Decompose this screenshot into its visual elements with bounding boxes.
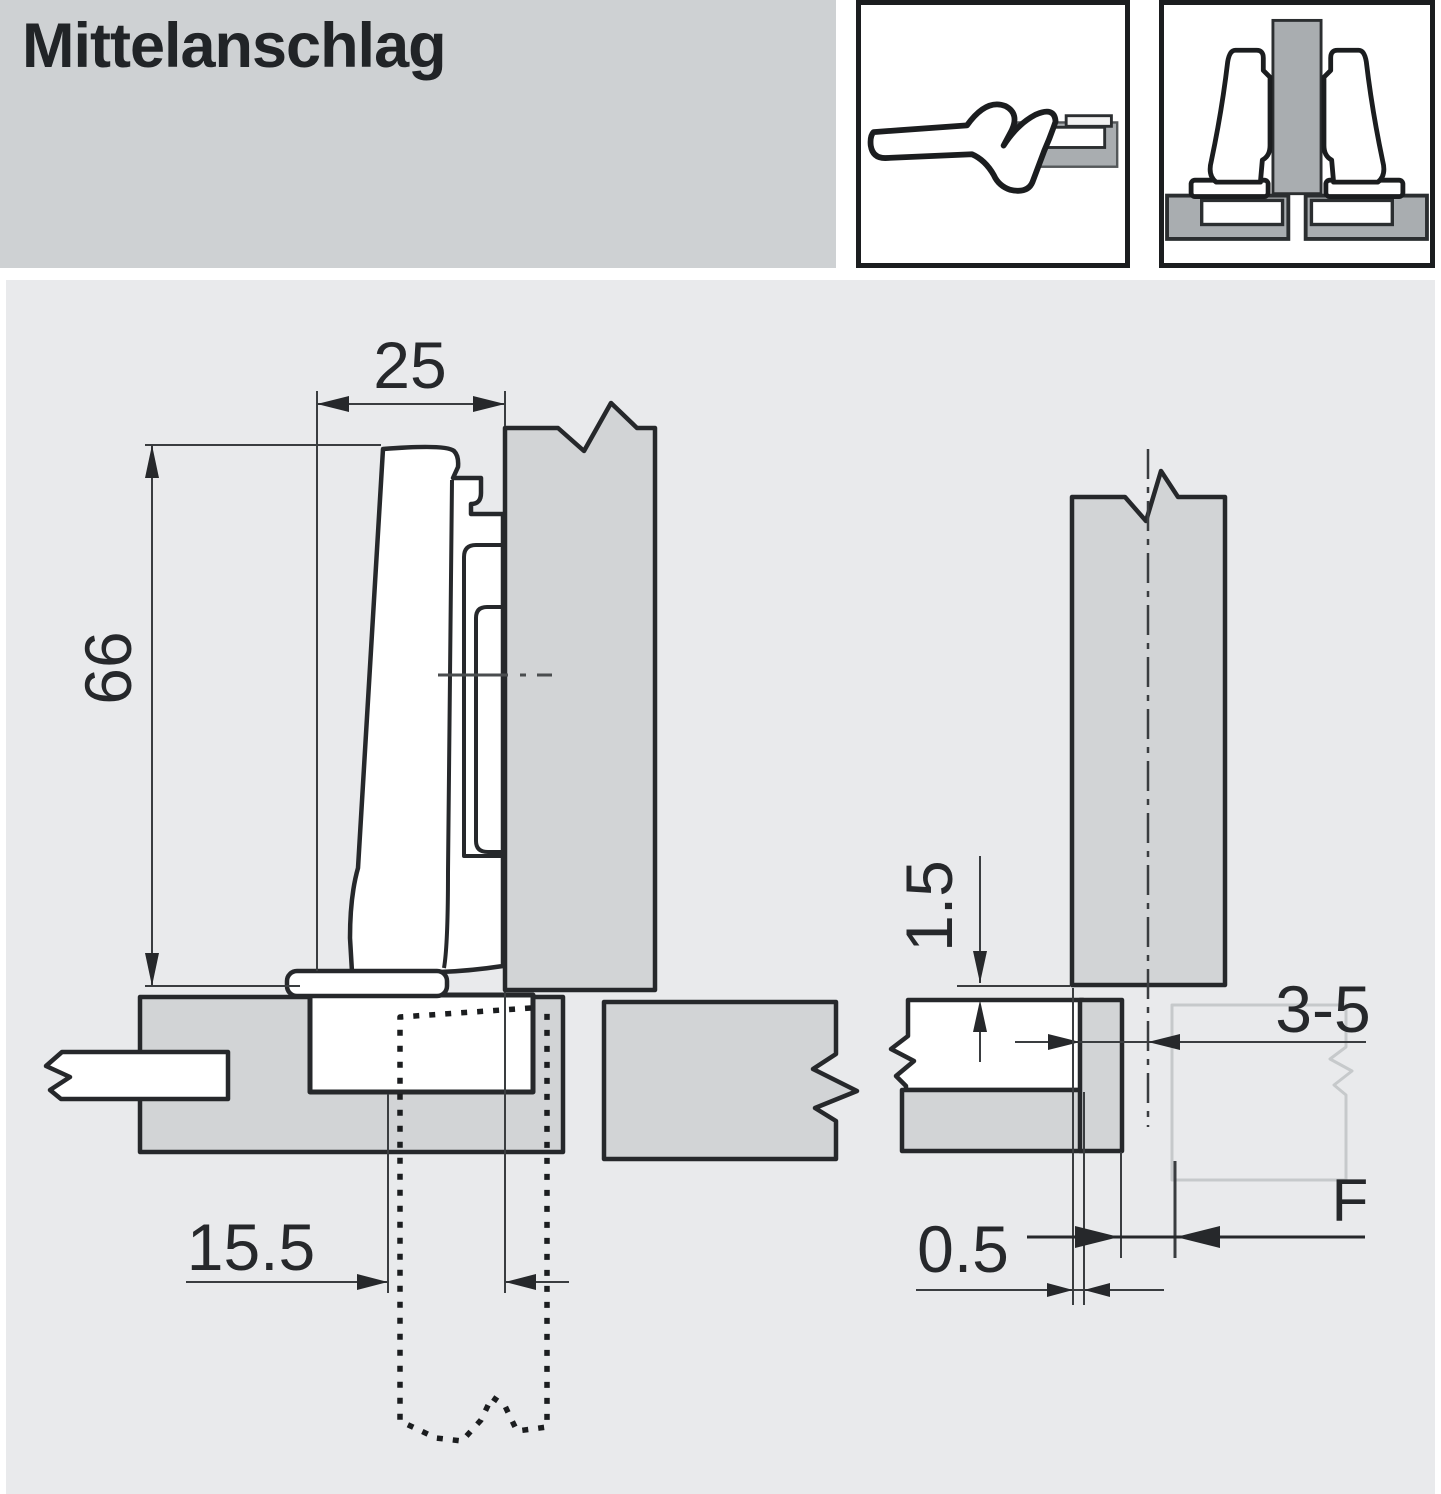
dimension-0-5 — [916, 988, 1164, 1305]
cabinet-panel-gray-section — [899, 1087, 1086, 1154]
ghost-second-door-outline — [1170, 1003, 1354, 1182]
legend-box-hinge-side-view — [856, 0, 1130, 268]
icon-hinge-arm-outline — [867, 101, 1059, 194]
dimension-66 — [145, 444, 381, 987]
icon-middle-panel — [1271, 18, 1323, 196]
door-panel-right-section — [601, 999, 860, 1162]
hinge-side-section-icon — [867, 101, 1119, 194]
dimension-15-5 — [186, 992, 569, 1293]
middle-panel-section — [502, 400, 658, 993]
door-edge-strip — [1077, 997, 1125, 1154]
dimension-25 — [316, 391, 506, 971]
cup-flange — [284, 968, 450, 999]
icon-right-cup-hole — [1309, 198, 1394, 227]
dim-25-label: 25 — [373, 328, 446, 402]
title-banner: Mittelanschlag — [0, 0, 836, 268]
cup-bore — [307, 992, 536, 1095]
panel-break-tongue — [43, 1049, 231, 1102]
icon-flange-tab — [1064, 114, 1113, 128]
legend-box-twin-hinges — [1159, 0, 1435, 268]
dimension-1-5 — [973, 856, 987, 1062]
dim-15-5-label: 15.5 — [187, 1210, 315, 1284]
page-title: Mittelanschlag — [22, 11, 447, 81]
left-drawing-hinge-section: 25 66 15.5 — [43, 328, 860, 1444]
icon-left-cup-hole — [1200, 198, 1285, 227]
baseplate-detail-lines — [442, 479, 503, 969]
icon-left-hinge-boss — [1207, 47, 1273, 185]
dimension-F — [1027, 1152, 1365, 1258]
cup-drill-dotted-outline — [397, 1005, 550, 1444]
dim-3-5-label: 3-5 — [1275, 972, 1370, 1046]
twin-hinges-middle-panel-icon — [1165, 18, 1429, 241]
right-drawing-mounting-section: 1.5 3-5 0.5 F — [888, 449, 1371, 1305]
dim-66-label: 66 — [71, 631, 145, 704]
gap-F-label: F — [1332, 1167, 1369, 1234]
icon-right-hinge-boss — [1321, 47, 1387, 185]
dim-0-5-label: 0.5 — [917, 1212, 1009, 1286]
dim-1-5-label: 1.5 — [892, 860, 966, 952]
